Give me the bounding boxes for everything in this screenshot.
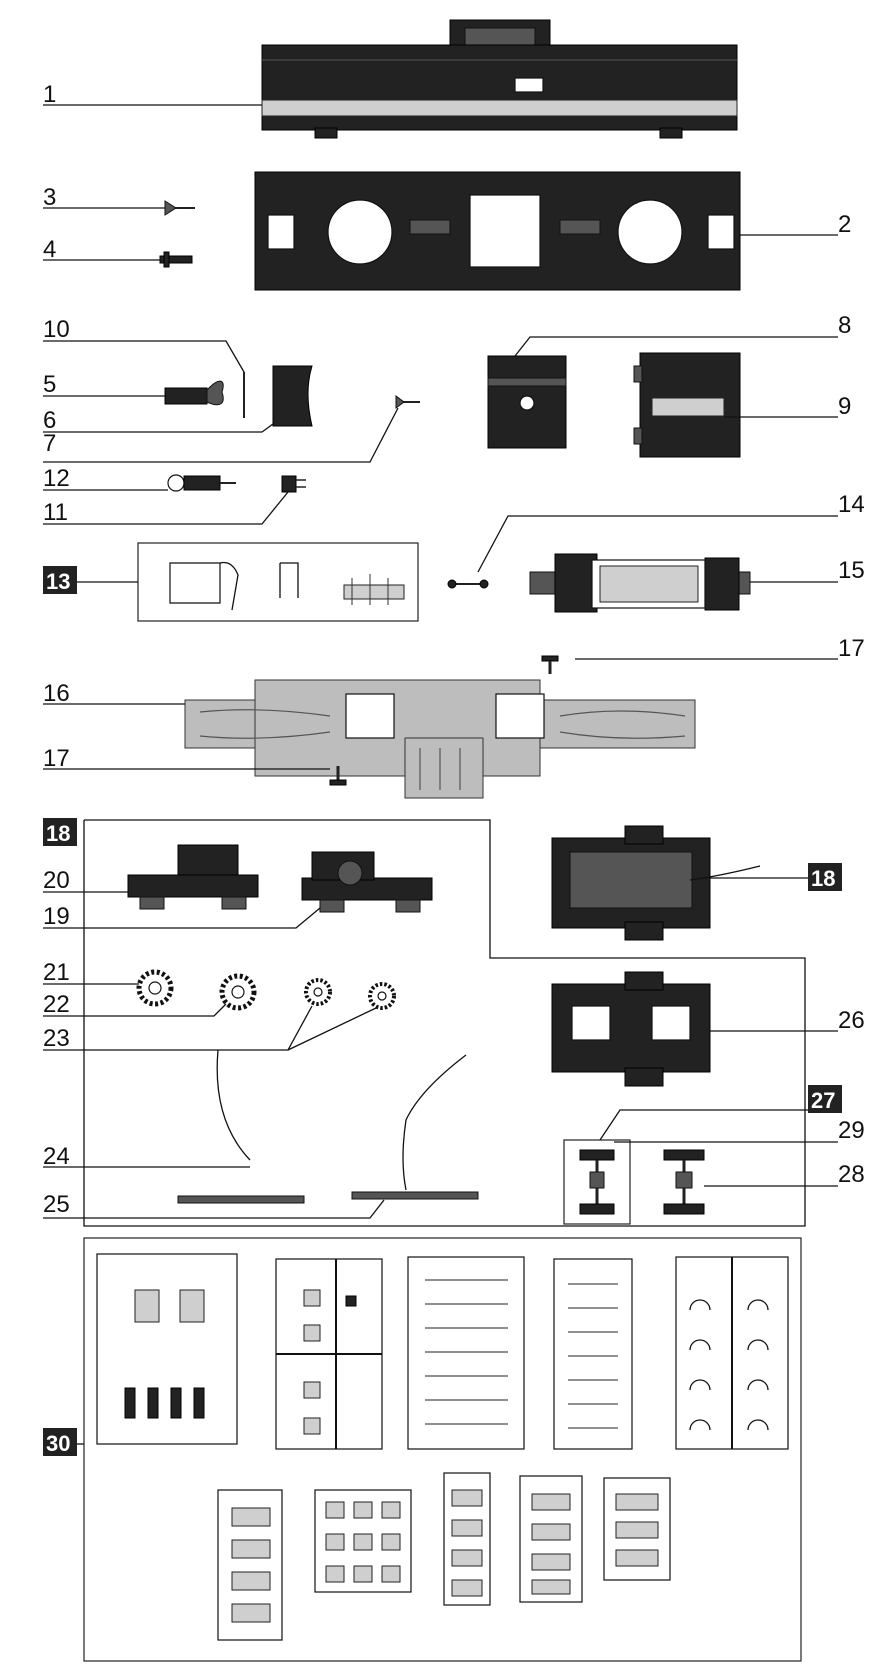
tray-10 (603, 1477, 671, 1581)
part-6-block (272, 365, 313, 427)
part-23-gear-b (368, 982, 396, 1010)
label-box-part-13 (43, 566, 77, 594)
part-23-gear-a (304, 978, 332, 1006)
part-28-wheelset (663, 1149, 705, 1215)
label-part-18-right: 18 (811, 866, 835, 891)
part-2-chassis (254, 171, 741, 291)
label-box-part-27 (808, 1085, 842, 1113)
part-27-box (563, 1139, 631, 1225)
part-5-coupler (164, 380, 224, 406)
label-part-20: 20 (43, 867, 70, 894)
part-17-screw-upper (541, 655, 559, 674)
label-part-18-left: 18 (46, 821, 70, 846)
part-20-bogie-half (127, 844, 259, 910)
part-3-pin (164, 200, 195, 216)
part-8-plate (487, 355, 567, 449)
part-9-plate (633, 352, 741, 458)
label-part-12: 12 (43, 465, 70, 492)
part-11-clip (281, 475, 306, 493)
part-29-wheelset (579, 1149, 615, 1215)
label-part-5: 5 (43, 371, 56, 398)
label-part-6: 6 (43, 407, 56, 434)
tray-1 (96, 1253, 238, 1445)
part-24-contact-wire (177, 1049, 305, 1204)
part-22-gear (219, 973, 257, 1011)
label-part-15: 15 (838, 557, 865, 584)
label-part-9: 9 (838, 393, 851, 420)
label-part-19: 19 (43, 903, 70, 930)
label-part-17-lower: 17 (43, 745, 70, 772)
part-18-bogie-assembly (551, 825, 761, 941)
tray-5 (675, 1256, 789, 1450)
label-part-17-upper: 17 (838, 635, 865, 662)
part-17-screw-lower (329, 766, 347, 786)
part-30-box (83, 1237, 802, 1662)
tray-6 (217, 1489, 283, 1641)
label-part-24: 24 (43, 1143, 70, 1170)
label-part-28: 28 (838, 1161, 865, 1188)
tray-2 (275, 1258, 383, 1450)
label-part-21: 21 (43, 959, 70, 986)
part-4-pin (159, 251, 193, 268)
part-1-body-shell (261, 19, 738, 139)
part-12-connector (167, 474, 236, 492)
label-box-part-30 (43, 1428, 77, 1456)
part-19-bogie-half (301, 851, 433, 913)
tray-9 (519, 1475, 583, 1603)
label-part-4: 4 (43, 236, 56, 263)
part-16-circuit-board (184, 679, 696, 799)
label-box-part-18-right (808, 863, 842, 891)
label-part-22: 22 (43, 991, 70, 1018)
tray-3 (407, 1256, 525, 1450)
tray-4 (553, 1258, 633, 1450)
label-part-3: 3 (43, 184, 56, 211)
tray-8 (443, 1472, 491, 1606)
part-26-bogie-frame (551, 971, 711, 1087)
label-part-25: 25 (43, 1191, 70, 1218)
label-part-14: 14 (838, 491, 865, 518)
label-part-29: 29 (838, 1117, 865, 1144)
label-part-8: 8 (838, 312, 851, 339)
label-part-11: 11 (43, 499, 68, 526)
label-box-part-18-left (43, 818, 77, 846)
label-part-10: 10 (43, 316, 70, 343)
part-15-motor (529, 553, 751, 613)
label-part-23: 23 (43, 1025, 70, 1052)
part-14-link (447, 579, 489, 589)
tray-7 (314, 1489, 412, 1593)
part-13-group (137, 542, 419, 622)
label-part-2: 2 (838, 211, 851, 238)
part-7-screw (395, 395, 420, 409)
label-part-26: 26 (838, 1007, 865, 1034)
label-part-30: 30 (46, 1431, 70, 1456)
label-part-7: 7 (43, 430, 56, 457)
label-part-27: 27 (811, 1088, 835, 1113)
part-25-contact-wire (351, 1054, 479, 1200)
label-part-1: 1 (43, 81, 56, 108)
label-part-13: 13 (46, 569, 70, 594)
label-part-16: 16 (43, 680, 70, 707)
part-21-gear (136, 969, 174, 1007)
